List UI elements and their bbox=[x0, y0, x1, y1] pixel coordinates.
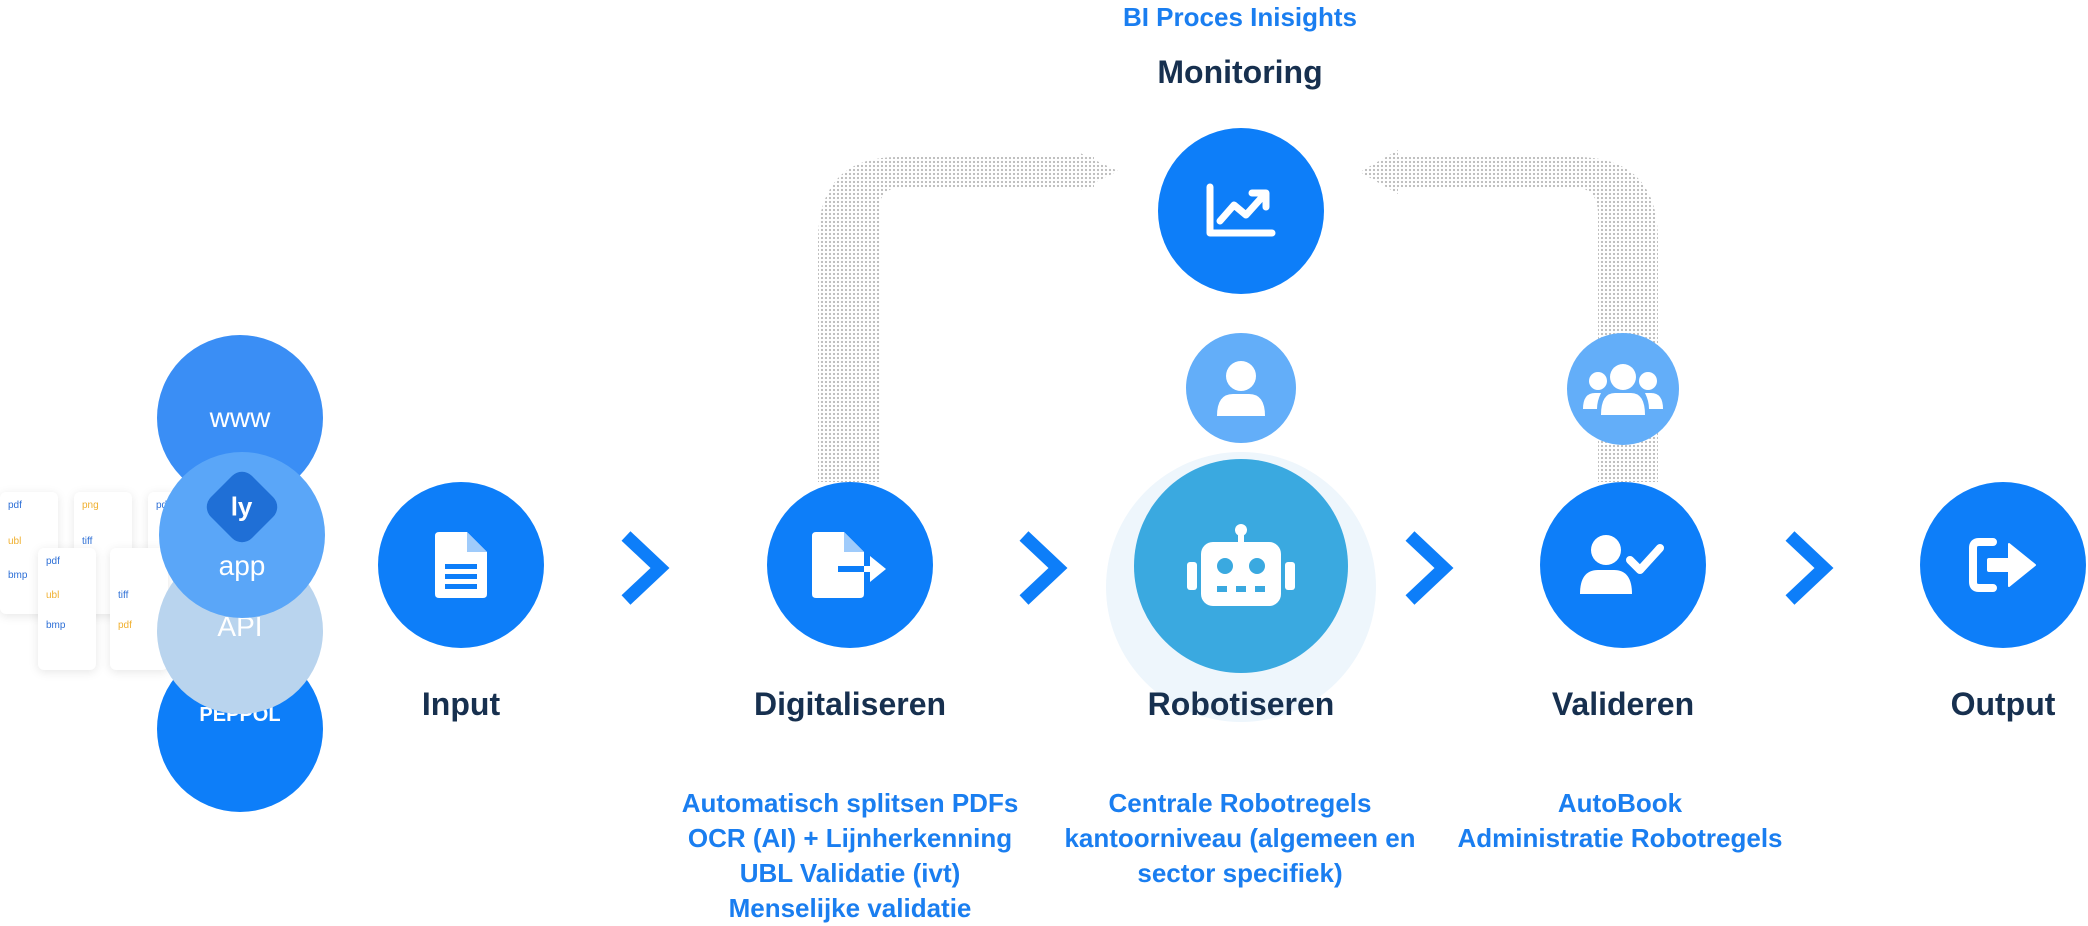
user-icon bbox=[1217, 361, 1265, 416]
ly-logo-text: ly bbox=[231, 491, 253, 522]
description-line: Automatisch splitsen PDFs bbox=[681, 788, 1019, 818]
file-type-label: bmp bbox=[46, 620, 66, 631]
app-label: app bbox=[218, 550, 266, 581]
description-line: sector specifiek) bbox=[1137, 858, 1343, 888]
step-label-digitaliseren: Digitaliseren bbox=[753, 686, 947, 722]
www-label: www bbox=[209, 402, 271, 433]
description-line: AutoBook bbox=[1557, 788, 1683, 818]
file-type-label: bmp bbox=[8, 570, 28, 581]
description-line: OCR (AI) + Lijnherkenning bbox=[687, 823, 1013, 853]
chevron-right-icon bbox=[621, 531, 670, 605]
file-type-label: ubl bbox=[8, 536, 22, 547]
description-line: Menselijke validatie bbox=[728, 893, 972, 923]
valideren-description: AutoBook Administratie Robotregels bbox=[1440, 786, 1800, 856]
robotiseren-description: Centrale Robotregels kantoorniveau (alge… bbox=[1060, 786, 1420, 891]
step-label-robotiseren: Robotiseren bbox=[1147, 686, 1335, 722]
description-line: Administratie Robotregels bbox=[1457, 823, 1783, 853]
file-type-label: pdf bbox=[118, 620, 132, 631]
description-line: kantoorniveau (algemeen en bbox=[1064, 823, 1416, 853]
file-type-label: ubl bbox=[46, 590, 60, 601]
file-type-label: tiff bbox=[82, 536, 93, 547]
sign-out-icon bbox=[1969, 538, 2036, 592]
insights-title: BI Proces Inisights bbox=[1122, 2, 1358, 32]
document-icon bbox=[435, 532, 487, 598]
chevron-right-icon bbox=[1785, 531, 1834, 605]
file-type-label: tiff bbox=[118, 590, 129, 601]
description-line: UBL Validatie (ivt) bbox=[739, 858, 961, 888]
description-line: Centrale Robotregels bbox=[1108, 788, 1372, 818]
users-icon bbox=[1583, 364, 1663, 415]
step-label-output: Output bbox=[1950, 686, 2056, 722]
chevron-right-icon bbox=[1405, 531, 1454, 605]
user-circle bbox=[1186, 333, 1296, 443]
user-check-icon bbox=[1580, 535, 1664, 594]
right-feedback-path bbox=[1394, 157, 1658, 482]
robotiseren-circle bbox=[1134, 459, 1348, 673]
file-type-label: png bbox=[82, 500, 99, 511]
file-export-icon bbox=[812, 532, 886, 598]
chevron-right-icon bbox=[1019, 531, 1068, 605]
valideren-circle bbox=[1540, 482, 1706, 648]
step-label-valideren: Valideren bbox=[1551, 686, 1695, 722]
file-type-label: pdf bbox=[46, 556, 60, 567]
digitaliseren-circle bbox=[767, 482, 933, 648]
right-arrowhead-shape bbox=[1360, 150, 1398, 194]
chart-line-icon bbox=[1206, 183, 1276, 237]
robot-icon bbox=[1187, 524, 1295, 606]
input-circle bbox=[378, 482, 544, 648]
output-circle bbox=[1920, 482, 2086, 648]
monitoring-circle bbox=[1158, 128, 1324, 294]
file-type-label: pdf bbox=[156, 500, 170, 511]
app-circle: ly app bbox=[159, 452, 325, 618]
file-card: pdf ubl bmp bbox=[38, 548, 96, 670]
monitoring-title: Monitoring bbox=[1157, 54, 1323, 90]
ly-logo: ly bbox=[200, 465, 284, 549]
digitaliseren-description: Automatisch splitsen PDFs OCR (AI) + Lij… bbox=[660, 786, 1040, 926]
step-label-input: Input bbox=[421, 686, 501, 722]
file-type-label: pdf bbox=[8, 500, 22, 511]
users-circle bbox=[1567, 333, 1679, 445]
